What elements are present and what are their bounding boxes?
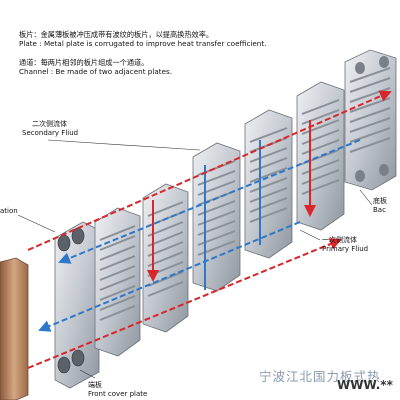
secondary-fluid-cn: 二次侧流体	[32, 120, 67, 128]
secondary-flow-arrows	[38, 139, 361, 332]
secondary-fluid-label: 二次侧流体 Secondary Fliud	[22, 120, 78, 137]
plate-description-en: Plate : Metal plate is corrugated to imp…	[19, 39, 267, 48]
primary-flow-arrows	[27, 90, 392, 369]
primary-fluid-en: Primary Fliud	[322, 244, 369, 253]
front-cover-cn: 端板	[88, 381, 102, 389]
back-plate-cn: 底板	[373, 197, 387, 205]
plate	[94, 207, 141, 357]
cropped-left-label: ation	[0, 207, 18, 215]
secondary-fluid-en: Secondary Fliud	[22, 128, 79, 137]
channel-description: 通道：每两片相邻的板片组成一个通道。 Channel : Be made of …	[19, 58, 172, 76]
plate	[296, 81, 345, 231]
copper-front-cover	[0, 257, 29, 400]
front-cover-en: Front cover plate	[88, 389, 148, 398]
primary-fluid-label: 一次侧流体 Primary Fliud	[322, 236, 368, 253]
plate	[244, 109, 293, 259]
channel-description-en: Channel : Be made of two adjacent plates…	[19, 67, 173, 76]
leader-lines	[17, 139, 373, 379]
watermark-company: 宁波江北国力板式热	[259, 369, 381, 384]
channel-description-cn: 通道：每两片相邻的板片组成一个通道。	[19, 58, 149, 67]
plate	[192, 142, 241, 292]
back-plate-en: Bac	[373, 205, 386, 214]
back-plate-label: 底板 Bac	[373, 197, 387, 214]
plate	[142, 183, 189, 333]
back-plate	[344, 49, 397, 191]
plate-description: 板片：金属薄板被冲压成带有波纹的板片，以提高换热效率。 Plate : Meta…	[19, 30, 266, 48]
primary-fluid-cn: 一次侧流体	[322, 236, 357, 244]
plate-description-cn: 板片：金属薄板被冲压成带有波纹的板片，以提高换热效率。	[19, 30, 214, 39]
watermark-web: WWW.**	[337, 378, 393, 392]
front-cover-plate	[54, 221, 100, 389]
front-cover-label: 端板 Front cover plate	[88, 381, 147, 398]
